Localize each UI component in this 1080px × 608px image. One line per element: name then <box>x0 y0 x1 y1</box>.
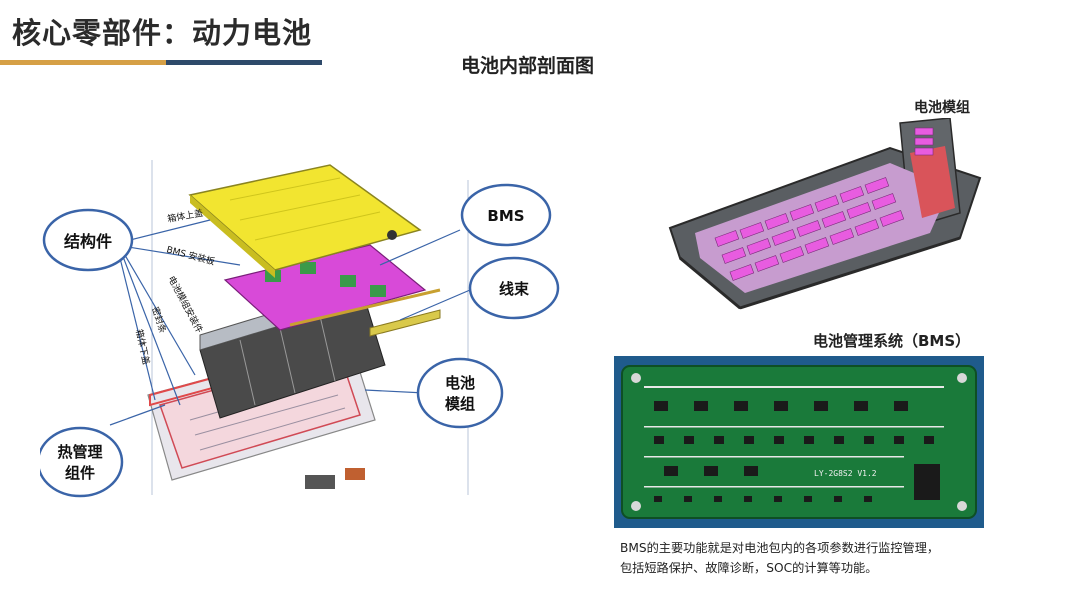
exploded-battery-diagram: 箱体上盖 BMS 安装板 电池模组安装件 密封条 箱体下盖 结构件 BMS 线束… <box>40 160 560 498</box>
bubble-bms: BMS <box>460 183 552 247</box>
bubble-module: 电池 模组 <box>416 357 504 429</box>
bubble-thermal: 热管理 组件 <box>40 426 124 498</box>
battery-pack-label: 电池模组 <box>914 100 970 116</box>
bubble-module-line1: 电池 <box>445 374 475 392</box>
page-title: 核心零部件：动力电池 <box>12 16 313 50</box>
bubble-harness: 线束 <box>468 256 560 320</box>
bms-description-line1: BMS的主要功能就是对电池包内的各项参数进行监控管理， <box>620 541 940 555</box>
top-cover <box>188 164 422 278</box>
bubble-bms-label: BMS <box>487 207 524 225</box>
bms-description: BMS的主要功能就是对电池包内的各项参数进行监控管理， 包括短路保护、故障诊断，… <box>620 538 1040 578</box>
bubble-structure-label: 结构件 <box>63 232 112 251</box>
title-underline-navy <box>166 60 322 65</box>
battery-pack-image <box>668 118 982 310</box>
bubble-thermal-line2: 组件 <box>65 464 95 482</box>
callout-bms-plate: BMS 安装板 <box>165 243 216 267</box>
pcb-marking: LY-2G8S2 V1.2 <box>814 469 877 478</box>
bms-label: 电池管理系统（BMS） <box>813 332 971 350</box>
bubble-thermal-line1: 热管理 <box>57 443 102 461</box>
bms-board-image: LY-2G8S2 V1.2 <box>614 356 984 528</box>
diagram-title: 电池内部剖面图 <box>461 55 595 77</box>
bms-description-line2: 包括短路保护、故障诊断，SOC的计算等功能。 <box>620 561 878 575</box>
callout-top-cover: 箱体上盖 <box>166 207 204 225</box>
callout-bottom-case: 箱体下盖 <box>133 328 152 366</box>
callout-module-mount: 电池模组安装件 <box>165 274 205 335</box>
bubble-structure: 结构件 <box>42 208 134 272</box>
title-underline-gold <box>0 60 166 65</box>
bubble-harness-label: 线束 <box>499 280 530 298</box>
bubble-module-line2: 模组 <box>445 395 475 413</box>
